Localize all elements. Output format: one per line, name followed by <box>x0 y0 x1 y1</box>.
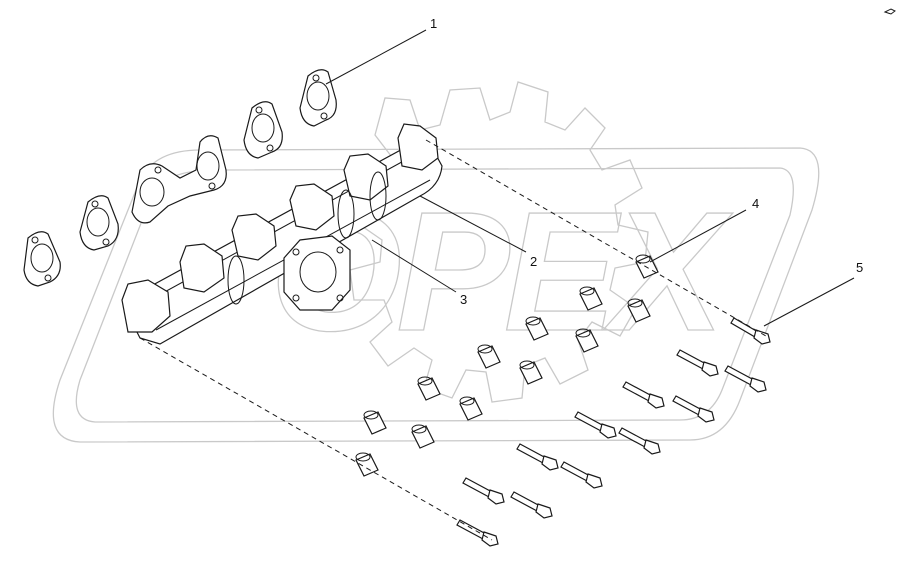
bolt <box>622 381 665 409</box>
spacer-sleeve <box>477 344 501 369</box>
gasket-1 <box>23 231 61 287</box>
bolt-set <box>456 317 771 547</box>
spacer-sleeve <box>627 298 651 323</box>
callout-2: 2 <box>530 254 537 269</box>
exhaust-manifold <box>121 123 443 345</box>
callout-labels: 1 2 3 4 5 <box>430 16 863 307</box>
gasket-3-double <box>131 135 227 224</box>
bolt <box>456 519 499 547</box>
spacer-sleeve <box>525 316 549 341</box>
bolt <box>574 411 617 439</box>
spacer-sleeves <box>355 254 659 477</box>
spacer-sleeve <box>355 452 379 477</box>
callout-5: 5 <box>856 260 863 275</box>
gasket-2 <box>79 195 119 251</box>
spacer-sleeve <box>363 410 387 435</box>
callout-1: 1 <box>430 16 437 31</box>
manifold-turbo-flange <box>283 235 351 311</box>
bolt <box>560 461 603 489</box>
bolt <box>618 427 661 455</box>
callout-4: 4 <box>752 196 759 211</box>
corner-mark-icon <box>883 8 896 15</box>
bolt <box>676 349 719 377</box>
spacer-sleeve <box>579 286 603 311</box>
spacer-sleeve <box>459 396 483 421</box>
spacer-sleeve <box>411 424 435 449</box>
bolt <box>510 491 553 519</box>
callout-3: 3 <box>460 292 467 307</box>
assembly-lines <box>139 139 767 541</box>
spacer-sleeve <box>417 376 441 401</box>
watermark-gear <box>349 81 649 403</box>
spacer-sleeve <box>519 360 543 385</box>
leader-lines <box>325 29 855 327</box>
gasket-5 <box>299 69 337 127</box>
manifold-slip-joints <box>227 171 387 305</box>
gasket-set <box>23 69 337 287</box>
bolt <box>730 317 771 345</box>
bolt <box>516 443 559 471</box>
gasket-4 <box>243 101 283 159</box>
bolt <box>462 477 505 505</box>
manifold-port-flanges <box>121 123 439 333</box>
bolt <box>724 365 767 393</box>
spacer-sleeve <box>575 328 599 353</box>
bolt <box>672 395 715 423</box>
